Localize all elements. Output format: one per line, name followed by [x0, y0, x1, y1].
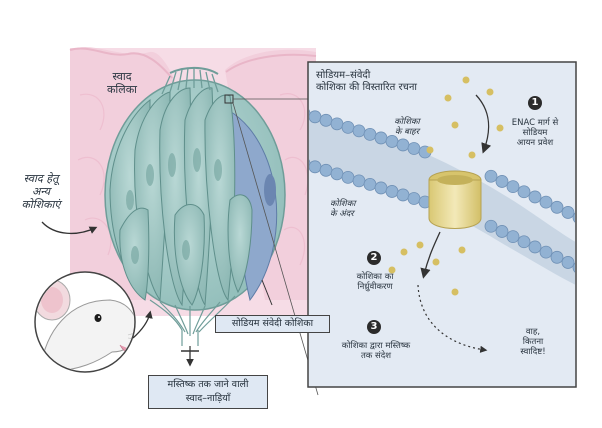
phospholipid-head	[572, 212, 575, 223]
sodium-ion-icon	[468, 151, 476, 159]
phospholipid-head	[528, 240, 542, 254]
phospholipid-head	[506, 230, 520, 244]
phospholipid-head	[396, 188, 410, 202]
taste-bud-label: स्वाद कलिका	[106, 70, 138, 97]
phospholipid-head	[506, 180, 520, 194]
sodium-sensing-cell-label: सोडियम संवेदी कोशिका	[215, 315, 330, 333]
sodium-ion-icon	[400, 248, 408, 256]
phospholipid-head	[539, 245, 553, 259]
step-3-text: कोशिका द्वारा मस्तिष्क तक संदेश	[341, 341, 411, 362]
phospholipid-head	[319, 113, 333, 127]
phospholipid-head	[319, 163, 333, 177]
taste-nerves-label: मस्तिष्क तक जाने वाली स्वाद–नाड़ियाँ	[148, 375, 268, 409]
enac-channel-icon	[428, 170, 482, 229]
phospholipid-head	[550, 250, 564, 264]
phospholipid-head	[561, 206, 575, 219]
step-2-badge: 2	[367, 251, 381, 265]
sodium-ion-icon	[444, 94, 452, 102]
outside-cell-label: कोशिका के बाहर	[394, 117, 420, 138]
phospholipid-head	[352, 124, 366, 138]
sodium-ions	[388, 76, 504, 296]
phospholipid-head	[550, 200, 564, 214]
phospholipid-head	[309, 160, 322, 174]
sodium-ion-icon	[486, 88, 494, 96]
zoom-panel	[307, 61, 596, 388]
inside-cell-label: कोशिका के अंदर	[330, 199, 356, 220]
sodium-ion-icon	[451, 121, 459, 129]
phospholipid-head	[484, 219, 498, 233]
phospholipid-head	[484, 169, 498, 183]
phospholipid-head	[330, 117, 344, 131]
phospholipid-head	[363, 127, 377, 141]
phospholipid-head	[561, 256, 575, 269]
zoom-panel-title: सोडियम–संवेदी कोशिका की विस्तारित रचना	[316, 70, 418, 93]
phospholipid-head	[572, 262, 575, 273]
phospholipid-head	[517, 235, 531, 249]
phospholipid-head	[495, 175, 509, 188]
step-1-text: ENAC मार्ग से सोडियम आयन प्रवेश	[511, 118, 559, 149]
mouse-icon	[34, 271, 136, 373]
phospholipid-head	[528, 190, 542, 204]
phospholipid-head	[584, 217, 596, 229]
sodium-ion-icon	[458, 246, 466, 254]
step-2-text: कोशिका का निर्ध्रुवीकरण	[356, 272, 394, 293]
sodium-ion-icon	[496, 124, 504, 132]
phospholipid-head	[330, 167, 344, 181]
phospholipid-head	[309, 110, 322, 124]
step-3-badge: 3	[367, 320, 381, 334]
phospholipid-head	[495, 225, 509, 238]
sodium-ion-icon	[388, 266, 396, 274]
phospholipid-head	[385, 185, 399, 198]
phospholipid-head	[517, 185, 531, 199]
phospholipid-head	[396, 138, 410, 152]
step-1-badge: 1	[528, 96, 542, 110]
phospholipid-head	[352, 174, 366, 188]
phospholipid-head	[341, 120, 355, 134]
sodium-ion-icon	[462, 76, 470, 84]
other-taste-cells-label: स्वाद हेतू अन्य कोशिकाएं	[21, 172, 61, 212]
sodium-ion-icon	[416, 241, 424, 249]
phospholipid-head	[407, 142, 421, 155]
phospholipid-head	[584, 267, 596, 279]
phospholipid-head	[341, 170, 355, 184]
phospholipid-head	[539, 195, 553, 209]
taste-bud	[104, 66, 286, 367]
sodium-ion-icon	[432, 258, 440, 266]
phospholipid-head	[374, 181, 388, 195]
phospholipid-head	[407, 192, 421, 205]
sodium-ion-icon	[451, 288, 459, 296]
sodium-ion-icon	[426, 146, 434, 154]
tasty-exclamation: वाह, कितना स्वादिष्ट!	[520, 327, 546, 358]
phospholipid-head	[363, 177, 377, 191]
